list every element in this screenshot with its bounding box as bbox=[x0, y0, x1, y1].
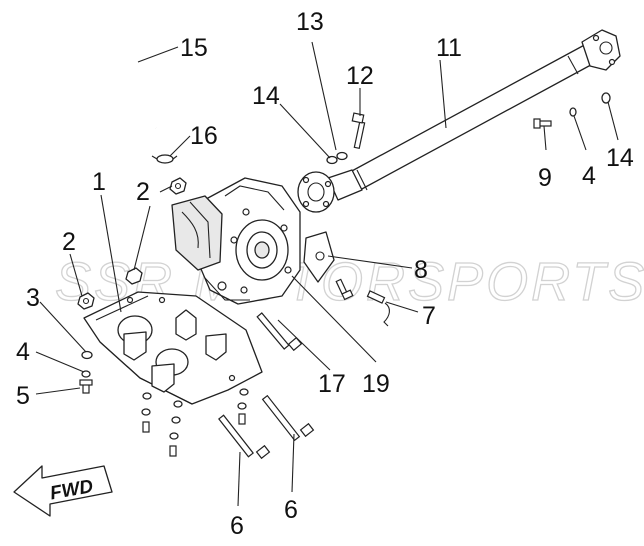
forward-direction-arrow: FWD bbox=[13, 465, 113, 517]
callout-14-rear: 14 bbox=[606, 144, 634, 172]
callout-2-lower: 2 bbox=[62, 228, 76, 256]
gearbox-mount-bolt bbox=[256, 312, 303, 352]
callout-14: 14 bbox=[252, 82, 280, 110]
rear-lock-washer bbox=[569, 107, 577, 117]
rear-washer bbox=[601, 92, 611, 104]
callout-11: 11 bbox=[436, 34, 462, 62]
long-bolt bbox=[218, 414, 271, 460]
callout-6-right: 6 bbox=[284, 496, 298, 524]
bracket-bolt bbox=[335, 278, 354, 301]
breather-hose bbox=[123, 21, 160, 129]
vent-fitting bbox=[366, 290, 390, 327]
callout-17: 17 bbox=[318, 370, 346, 398]
callout-8: 8 bbox=[414, 256, 428, 284]
yoke-bolt bbox=[351, 112, 366, 150]
long-bolt bbox=[261, 394, 315, 442]
callout-9: 9 bbox=[538, 164, 552, 192]
rear-flange-bolt bbox=[533, 118, 552, 129]
mount-bracket bbox=[303, 231, 335, 283]
leader-lines bbox=[35, 41, 619, 507]
callout-1: 1 bbox=[92, 168, 106, 196]
callout-16: 16 bbox=[190, 122, 218, 150]
callout-12: 12 bbox=[346, 62, 374, 90]
upper-nut bbox=[169, 177, 187, 195]
skid-fastener-stack bbox=[79, 350, 93, 394]
hose-clamp bbox=[151, 154, 178, 164]
callout-5: 5 bbox=[16, 382, 30, 410]
skid-nut bbox=[77, 267, 143, 310]
gearbox-housing bbox=[171, 177, 301, 305]
callout-3: 3 bbox=[26, 284, 40, 312]
skid-plate bbox=[83, 291, 263, 405]
callout-13: 13 bbox=[296, 8, 324, 36]
callout-2-upper: 2 bbox=[136, 178, 150, 206]
callout-7: 7 bbox=[422, 302, 436, 330]
drive-shaft bbox=[297, 29, 621, 213]
callout-15: 15 bbox=[180, 34, 208, 62]
plate-fasteners bbox=[141, 388, 249, 457]
callout-19: 19 bbox=[362, 370, 390, 398]
callout-4-rear: 4 bbox=[582, 162, 596, 190]
callout-6-left: 6 bbox=[230, 512, 244, 540]
callout-labels: 15 13 12 11 14 16 1 2 2 9 4 14 8 3 7 4 5… bbox=[16, 8, 634, 540]
callout-4-front: 4 bbox=[16, 338, 30, 366]
